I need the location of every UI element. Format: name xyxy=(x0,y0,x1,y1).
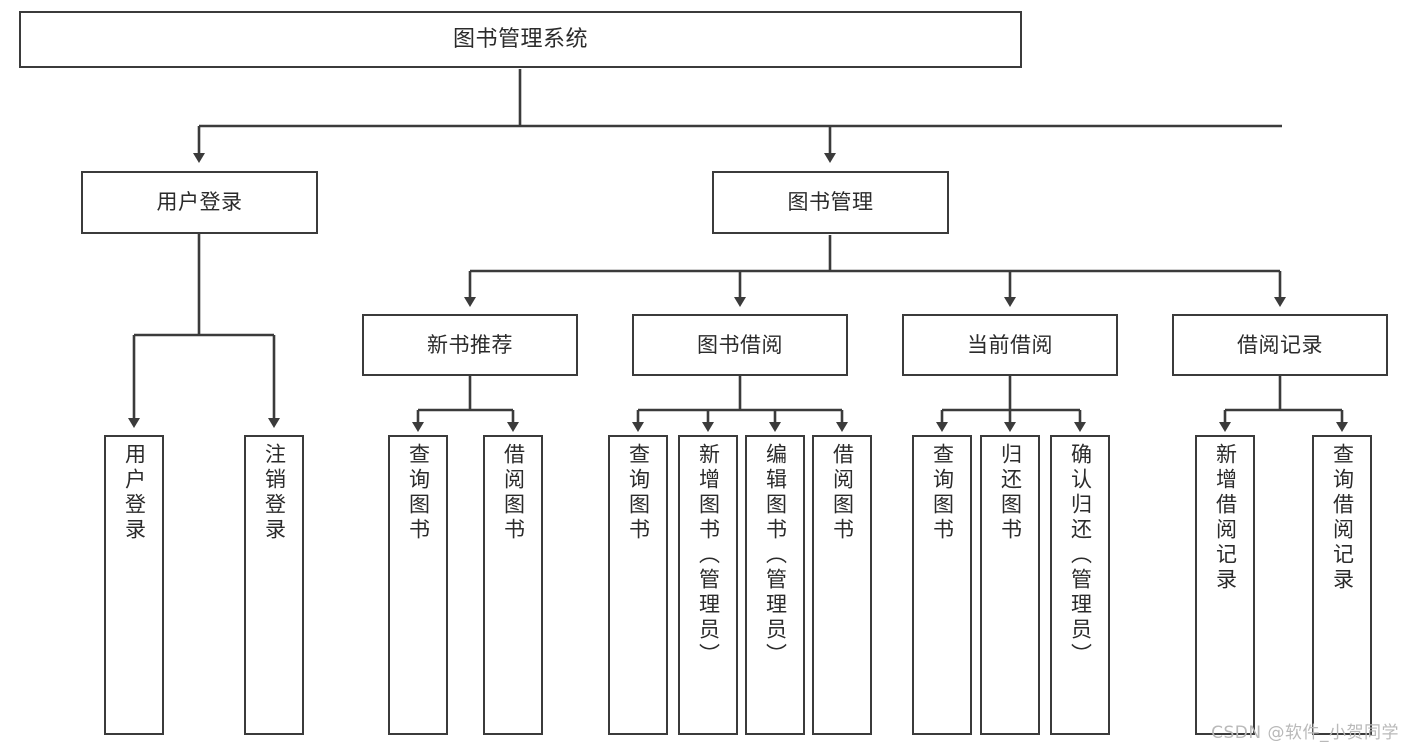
watermark: CSDN @软件_小贺同学 xyxy=(1211,723,1399,743)
leaf-user-login[interactable]: 用户登录 xyxy=(104,435,164,735)
node-book-borrow[interactable]: 图书借阅 xyxy=(632,314,848,376)
node-label: 图书借阅 xyxy=(697,332,783,357)
node-label: 用户登录 xyxy=(156,190,243,215)
node-label: 查询图书 xyxy=(406,443,431,543)
leaf-user-logout[interactable]: 注销登录 xyxy=(244,435,304,735)
node-current-borrow[interactable]: 当前借阅 xyxy=(902,314,1118,376)
node-user-login[interactable]: 用户登录 xyxy=(81,171,318,234)
node-label: 查询图书 xyxy=(626,443,651,543)
leaf-current-query-book[interactable]: 查询图书 xyxy=(912,435,972,735)
node-label: 归还图书 xyxy=(998,443,1023,543)
leaf-borrow-edit-book[interactable]: 编辑图书（管理员） xyxy=(745,435,805,735)
node-root-system[interactable]: 图书管理系统 xyxy=(19,11,1022,68)
node-label: 查询借阅记录 xyxy=(1330,443,1355,593)
node-label: 确认归还（管理员） xyxy=(1068,443,1093,668)
node-label: 注销登录 xyxy=(262,443,287,543)
leaf-record-query[interactable]: 查询借阅记录 xyxy=(1312,435,1372,735)
node-book-management[interactable]: 图书管理 xyxy=(712,171,949,234)
leaf-borrow-borrow-book[interactable]: 借阅图书 xyxy=(812,435,872,735)
node-label: 当前借阅 xyxy=(967,332,1053,357)
node-label: 图书管理系统 xyxy=(452,26,588,52)
leaf-current-confirm-return[interactable]: 确认归还（管理员） xyxy=(1050,435,1110,735)
node-label: 查询图书 xyxy=(930,443,955,543)
node-label: 新增图书（管理员） xyxy=(696,443,721,668)
leaf-current-return-book[interactable]: 归还图书 xyxy=(980,435,1040,735)
leaf-borrow-query-book[interactable]: 查询图书 xyxy=(608,435,668,735)
node-label: 借阅图书 xyxy=(501,443,526,543)
node-new-book-recommend[interactable]: 新书推荐 xyxy=(362,314,578,376)
node-label: 编辑图书（管理员） xyxy=(763,443,788,668)
leaf-borrow-add-book[interactable]: 新增图书（管理员） xyxy=(678,435,738,735)
node-label: 新增借阅记录 xyxy=(1213,443,1238,593)
node-label: 用户登录 xyxy=(122,443,147,543)
node-label: 借阅记录 xyxy=(1237,332,1323,357)
node-label: 新书推荐 xyxy=(427,332,513,357)
leaf-record-add[interactable]: 新增借阅记录 xyxy=(1195,435,1255,735)
node-label: 借阅图书 xyxy=(830,443,855,543)
node-label: 图书管理 xyxy=(787,190,874,215)
leaf-recommend-borrow-book[interactable]: 借阅图书 xyxy=(483,435,543,735)
leaf-recommend-query-book[interactable]: 查询图书 xyxy=(388,435,448,735)
node-borrow-record[interactable]: 借阅记录 xyxy=(1172,314,1388,376)
